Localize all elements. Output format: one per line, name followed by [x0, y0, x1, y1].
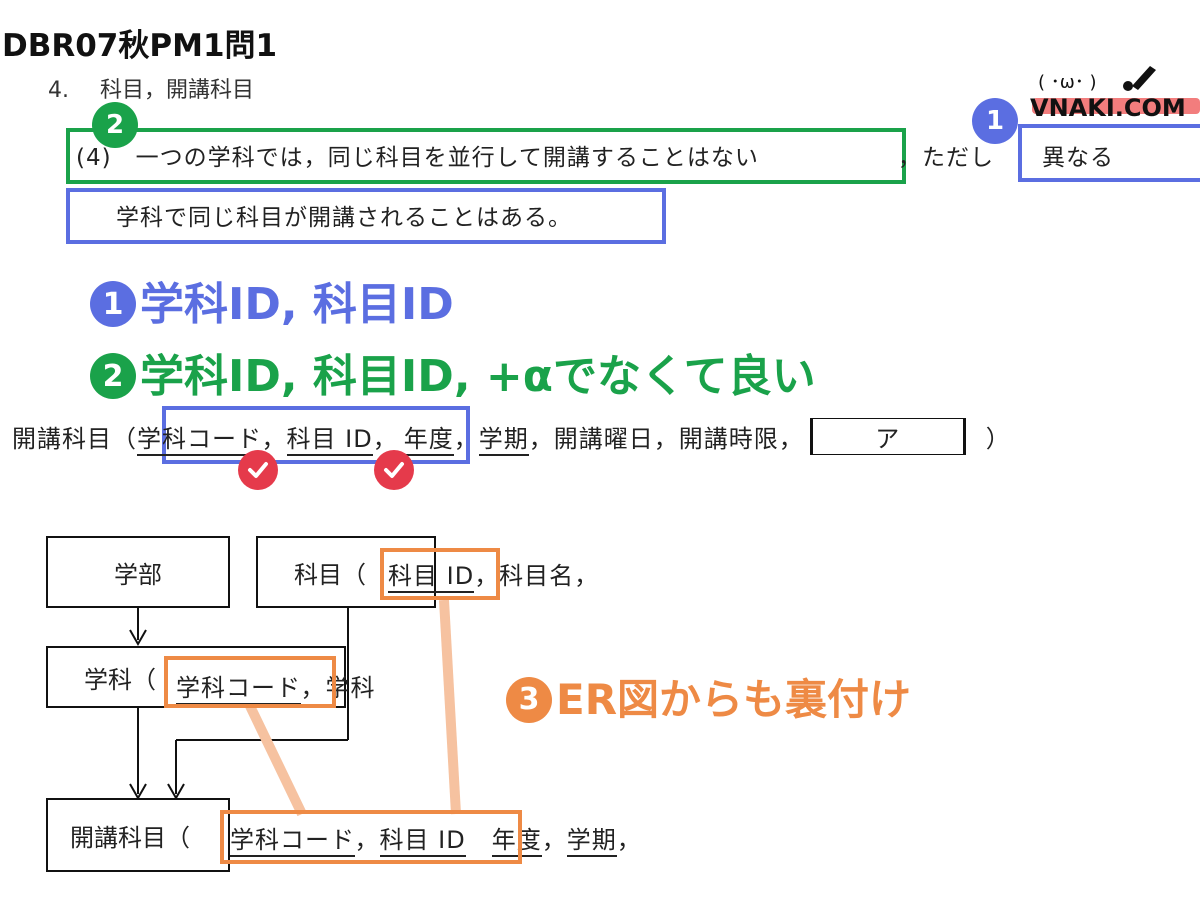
badge-one: 1 [972, 98, 1018, 144]
schema-sep2: ， [453, 425, 479, 453]
section-number: 4. [48, 78, 69, 103]
schema-prefix: 開講科目（ [12, 425, 137, 453]
highlight-kaiko-keys [220, 810, 522, 864]
er-entity-kaiko: 開講科目（ [46, 798, 230, 872]
answer-3-badge: 3 [506, 676, 552, 723]
er-kamoku-label: 科目（ [294, 560, 366, 589]
answer-2-badge: 2 [90, 353, 136, 399]
er-kaiko-sep2: ， [541, 826, 567, 854]
logo-text: VNAKI.COM [1030, 94, 1186, 122]
er-gakka-label: 学科（ [84, 665, 156, 694]
page-title: DBR07秋PM1問1 [2, 28, 278, 64]
answer-3-text: ER図からも裏付け [556, 675, 912, 724]
schema-attr2: 学期 [478, 425, 529, 456]
badge-two: 2 [92, 102, 138, 148]
check-icon [238, 450, 278, 490]
schema-line: 開講科目（学科コード，科目 ID，年度，学期，開講曜日，開講時限，ア） [12, 418, 1011, 456]
question-line2: 学科で同じ科目が開講されることはある。 [116, 205, 572, 231]
answer-1-text: 学科ID, 科目ID [140, 279, 454, 330]
er-kamoku-key: 科目 ID [388, 562, 475, 593]
condition-box-blue-2 [66, 188, 666, 244]
er-kaiko-sep: ， [354, 826, 380, 854]
er-kaiko-key2: 科目 ID [379, 826, 466, 857]
schema-rest1: ， [372, 425, 398, 453]
check-icon [374, 450, 414, 490]
key-box-blue [162, 406, 470, 464]
question-line1-rest: ，ただし [898, 145, 994, 171]
er-gakka-attrs: 学科コード，学科 [176, 668, 376, 705]
brush-icon [1032, 66, 1200, 114]
schema-blank: ア [809, 418, 966, 455]
condition-box-green [66, 128, 906, 184]
schema-key1: 学科コード [137, 425, 262, 456]
er-kaiko-attr2: 学期 [566, 826, 617, 857]
schema-rest2: ，開講曜日，開講時限， [528, 425, 804, 453]
question-line1-boxed: 異なる [1042, 145, 1114, 171]
highlight-kamoku-id [380, 548, 500, 600]
condition-box-blue-1 [1018, 124, 1200, 182]
answer-2-text: 学科ID, 科目ID, +αでなくて良い [140, 351, 816, 402]
section-heading: 4. 科目，開講科目 [48, 72, 254, 104]
highlight-gakka-code [164, 656, 336, 708]
schema-sep: ， [261, 425, 287, 453]
er-entity-gakubu: 学部 [46, 536, 230, 608]
er-kaiko-attr1: 年度 [491, 826, 542, 857]
er-gakka-key: 学科コード [176, 674, 301, 705]
er-gakubu-label: 学部 [114, 560, 162, 589]
schema-attr1: 年度 [403, 425, 454, 456]
er-kaiko-key1: 学科コード [230, 826, 355, 857]
er-kaiko-end: ， [616, 826, 642, 854]
question-line1-marked: (4) 一つの学科では，同じ科目を並行して開講することはない [76, 145, 759, 171]
er-kamoku-attrs: 科目 ID，科目名， [388, 556, 600, 593]
schema-suffix: ） [985, 425, 1011, 453]
er-gakka-rest: ，学科 [300, 674, 376, 702]
logo-face: ( ･ω･ ) [1038, 72, 1097, 93]
schema-key2: 科目 ID [286, 425, 373, 456]
er-kamoku-rest: ，科目名， [474, 562, 600, 590]
section-title: 科目，開講科目 [100, 78, 255, 103]
er-kaiko-label: 開講科目（ [70, 823, 190, 852]
site-logo: ( ･ω･ ) VNAKI.COM [1020, 64, 1200, 134]
answer-1-badge: 1 [90, 281, 136, 327]
